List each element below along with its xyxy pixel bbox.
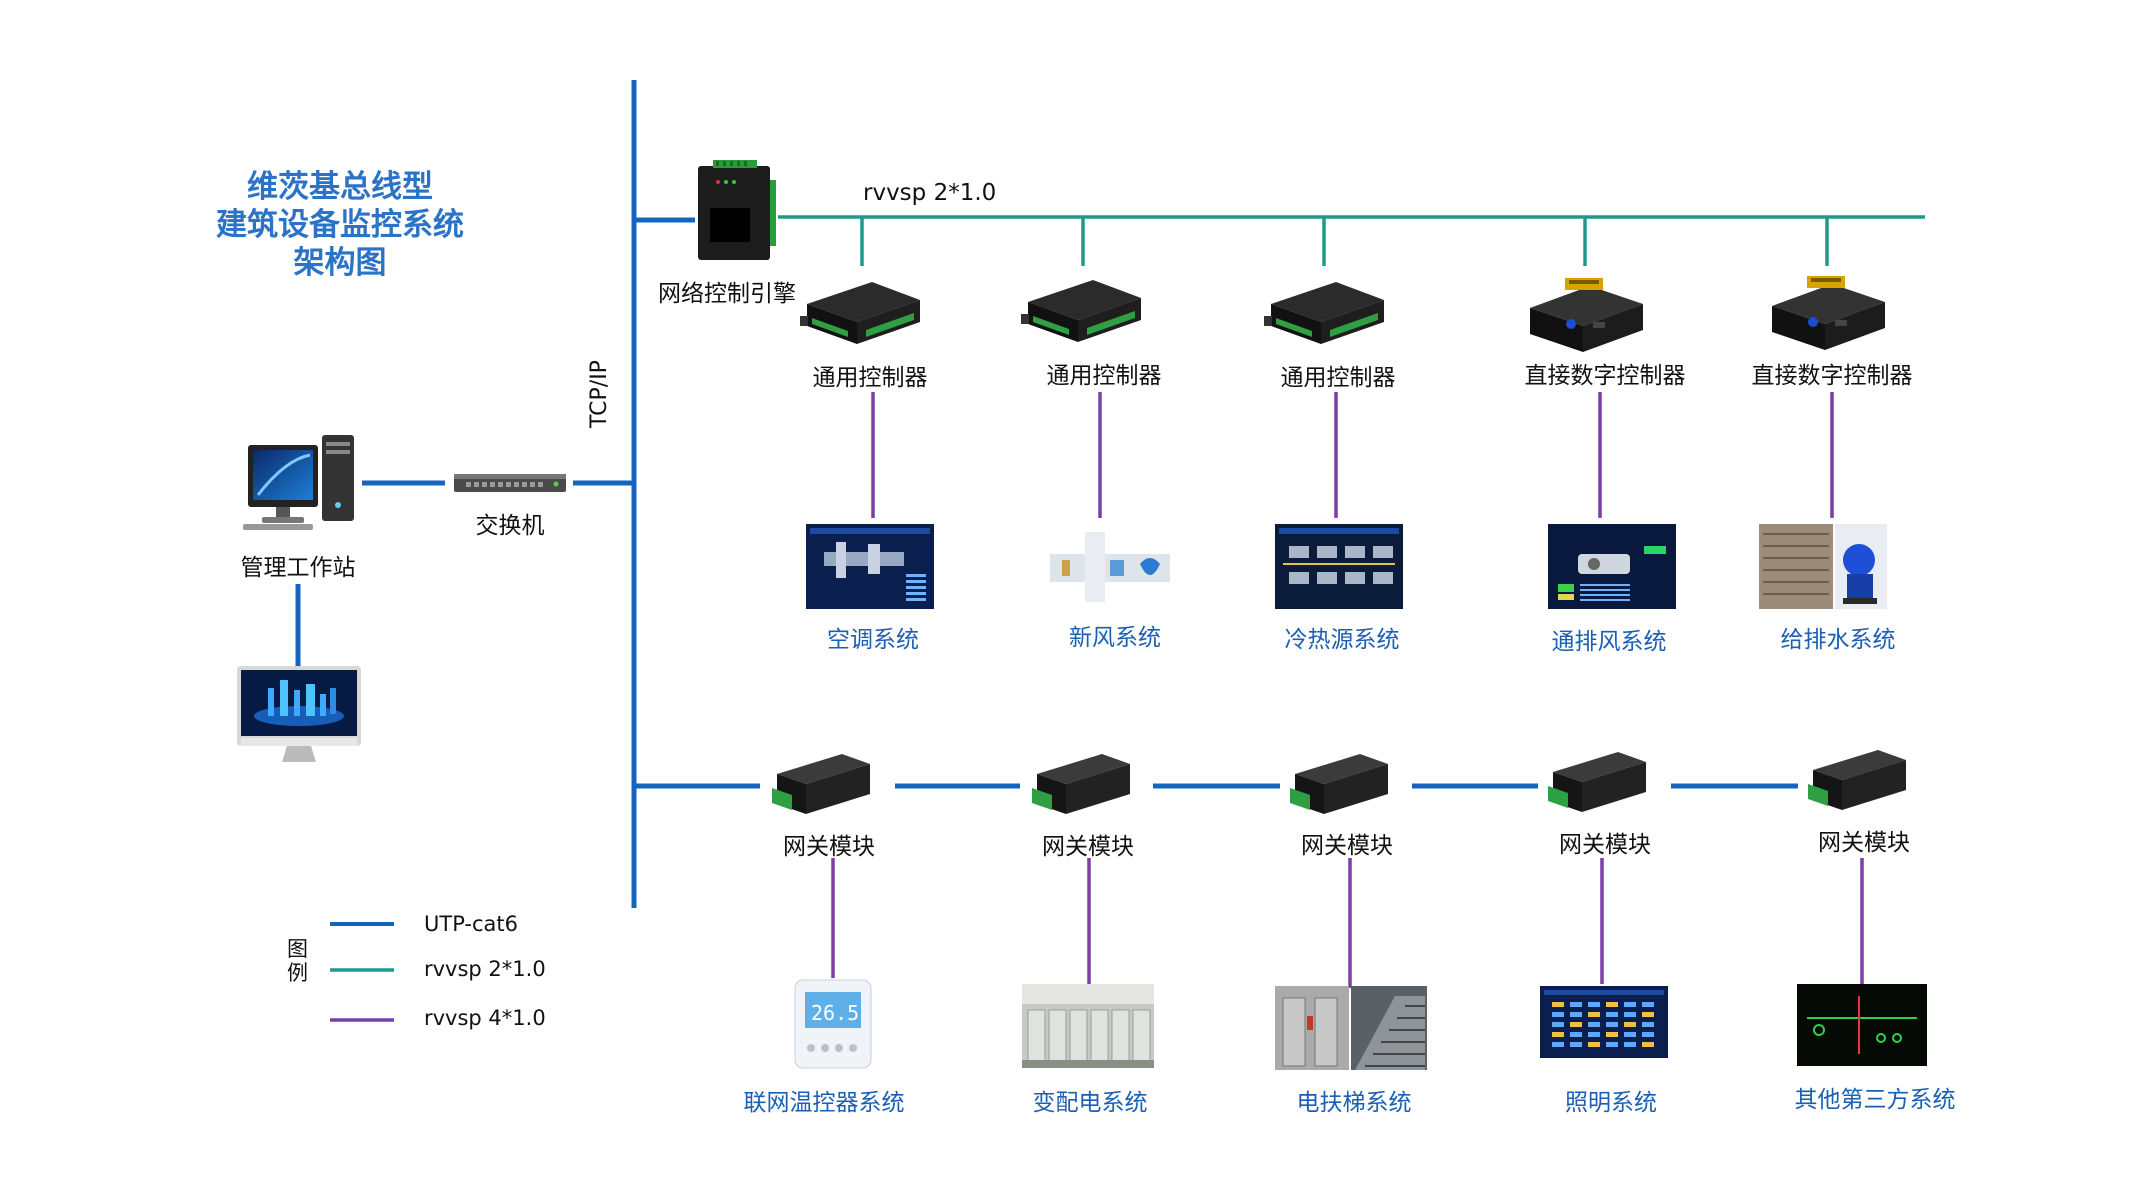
controller-label-3: 通用控制器 <box>1280 365 1396 391</box>
controller-label-5: 直接数字控制器 <box>1751 363 1913 389</box>
diagram-title: 维茨基总线型 建筑设备监控系统 架构图 <box>200 168 480 282</box>
water-system-panel <box>1759 524 1887 609</box>
ventilation-system-panel <box>1548 524 1676 609</box>
system-label-hvac-source: 冷热源系统 <box>1284 627 1400 653</box>
power-distribution-panel <box>1022 984 1154 1068</box>
gateway-label-4: 网关模块 <box>1559 832 1651 858</box>
thermostat-panel: 26.5 <box>794 979 872 1069</box>
hvac-source-system-panel <box>1275 524 1403 609</box>
system-label-thermostat: 联网温控器系统 <box>743 1090 905 1116</box>
system-label-fresh-air: 新风系统 <box>1069 625 1161 651</box>
gateway-icon-5 <box>1808 750 1906 810</box>
legend-label-utp: UTP-cat6 <box>424 912 518 936</box>
switch-icon <box>454 474 566 492</box>
system-label-elevator: 电扶梯系统 <box>1296 1090 1412 1116</box>
engine-label: 网络控制引擎 <box>658 281 796 307</box>
ac-system-panel <box>806 524 934 609</box>
system-label-third-party: 其他第三方系统 <box>1794 1087 1956 1113</box>
title-line-3: 架构图 <box>293 245 387 281</box>
system-label-power: 变配电系统 <box>1032 1090 1148 1116</box>
gateway-icon-2 <box>1032 754 1130 814</box>
switch-label: 交换机 <box>475 513 545 539</box>
workstation-icon <box>243 435 354 530</box>
ddc-icon-2 <box>1772 276 1885 350</box>
connections <box>295 80 1925 988</box>
controller-label-4: 直接数字控制器 <box>1524 363 1686 389</box>
gateway-label-1: 网关模块 <box>783 834 875 860</box>
gateway-label-5: 网关模块 <box>1818 830 1910 856</box>
controller-label-1: 通用控制器 <box>812 365 928 391</box>
gateway-label-2: 网关模块 <box>1042 834 1134 860</box>
controller-icon-2 <box>1021 280 1141 342</box>
gateway-label-3: 网关模块 <box>1301 833 1393 859</box>
thermostat-reading: 26.5 <box>811 1001 859 1025</box>
big-screen-monitor-icon <box>237 666 361 762</box>
system-label-ventilation: 通排风系统 <box>1551 629 1667 655</box>
legend-label-rvvsp-4: rvvsp 4*1.0 <box>424 1006 546 1030</box>
controller-icon-1 <box>800 282 920 344</box>
system-label-ac: 空调系统 <box>827 627 919 653</box>
controller-icon-3 <box>1264 282 1384 344</box>
system-label-water: 给排水系统 <box>1780 627 1896 653</box>
legend-label-rvvsp-2: rvvsp 2*1.0 <box>424 957 546 981</box>
title-line-2: 建筑设备监控系统 <box>216 207 464 243</box>
tcp-ip-label: TCP/IP <box>587 360 612 428</box>
network-engine-icon <box>698 160 776 260</box>
elevator-escalator-panel <box>1275 986 1427 1070</box>
legend-heading: 图例 <box>287 937 308 985</box>
fresh-air-system-panel <box>1050 532 1170 602</box>
third-party-system-panel <box>1797 984 1927 1066</box>
gateway-icon-4 <box>1548 752 1646 812</box>
controller-label-2: 通用控制器 <box>1046 363 1162 389</box>
workstation-label: 管理工作站 <box>240 555 356 581</box>
field-bus-label: rvvsp 2*1.0 <box>863 180 997 206</box>
title-line-1: 维茨基总线型 <box>247 169 433 205</box>
system-label-lighting: 照明系统 <box>1565 1090 1657 1116</box>
gateway-icon-3 <box>1290 754 1388 814</box>
lighting-system-panel <box>1540 986 1668 1058</box>
ddc-icon-1 <box>1530 278 1643 352</box>
gateway-icon-1 <box>772 754 870 814</box>
